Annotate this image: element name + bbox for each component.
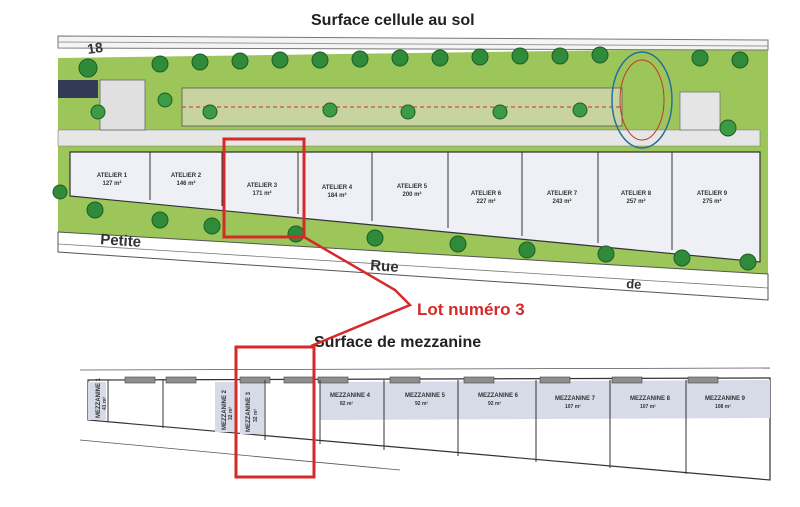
atelier-5-area: 200 m²	[402, 191, 421, 198]
atelier-9-name: ATELIER 9	[697, 191, 728, 197]
atelier-1-name: ATELIER 1	[97, 173, 128, 179]
atelier-4-area: 184 m²	[327, 192, 346, 199]
atelier-5-name: ATELIER 5	[397, 184, 428, 190]
turning-circle	[611, 51, 673, 149]
mezzanine-5-area: 92 m²	[415, 401, 428, 407]
mezzanine-6-name: MEZZANINE 6	[478, 393, 519, 399]
tree-row-parking	[90, 92, 737, 137]
mezzanine-7-name: MEZZANINE 7	[555, 396, 596, 402]
street-word-2: Rue	[370, 257, 399, 276]
street-word-3: de	[626, 276, 642, 292]
ground-floor-title: Surface cellule au sol	[311, 12, 475, 29]
mezzanine-9-name: MEZZANINE 9	[705, 396, 746, 402]
atelier-2-area: 146 m²	[176, 180, 195, 187]
right-block	[679, 91, 721, 131]
mezzanine-3-area: 32 m²	[253, 409, 259, 422]
top-road	[57, 35, 769, 51]
mezzanine-7-area: 107 m²	[565, 404, 581, 410]
mezzanine-4-name: MEZZANINE 4	[330, 393, 371, 399]
mezzanine-4-area: 82 m²	[340, 401, 353, 407]
atelier-9-area: 275 m²	[702, 198, 721, 205]
atelier-labels: ATELIER 1 127 m² ATELIER 2 146 m² ATELIE…	[97, 173, 728, 205]
atelier-1-area: 127 m²	[102, 180, 121, 187]
street-word-1: Petite	[100, 231, 142, 251]
atelier-8-name: ATELIER 8	[621, 191, 652, 197]
atelier-3-area: 171 m²	[252, 190, 271, 197]
mezz-roof-units	[124, 376, 719, 384]
site-number: 18	[86, 39, 104, 57]
access-road	[57, 129, 761, 147]
lot-3-highlight-ground	[222, 137, 306, 239]
atelier-8-area: 257 m²	[626, 198, 645, 205]
atelier-7-area: 243 m²	[552, 198, 571, 205]
mezz-4-9-fill	[320, 380, 770, 420]
left-block	[99, 79, 146, 131]
mezz-3-fill	[240, 382, 264, 434]
atelier-dividers	[149, 152, 673, 250]
tree-row-bottom	[52, 184, 757, 271]
mezzanine-6-area: 92 m²	[488, 401, 501, 407]
mezz-2-fill	[215, 382, 237, 432]
mezzanine-title: Surface de mezzanine	[314, 334, 482, 351]
mezzanine-1-name: MEZZANINE 1	[96, 377, 102, 418]
atelier-7-name: ATELIER 7	[547, 191, 578, 197]
mezz-dim-line-bottom	[79, 439, 401, 471]
mezzanine-1-area: 41 m²	[102, 397, 108, 410]
mezzanine-8-name: MEZZANINE 8	[630, 396, 671, 402]
mezzanine-8-area: 107 m²	[640, 404, 656, 410]
left-dark-block	[58, 80, 98, 98]
tree-row-top	[78, 46, 749, 78]
atelier-2-name: ATELIER 2	[171, 173, 202, 179]
mezz-dim-line	[79, 367, 771, 371]
mezz-1-fill	[88, 382, 106, 420]
mezzanine-3-name: MEZZANINE 3	[246, 391, 252, 432]
mezzanine-9-area: 108 m²	[715, 404, 731, 410]
atelier-4-name: ATELIER 4	[322, 185, 353, 191]
mezzanine-5-name: MEZZANINE 5	[405, 393, 446, 399]
mezzanine-2-name: MEZZANINE 2	[222, 389, 228, 430]
lot-3-highlight-mezzanine	[234, 345, 316, 479]
lot-3-arrow	[303, 235, 413, 348]
mezzanine-2-area: 32 m²	[228, 407, 234, 420]
atelier-6-name: ATELIER 6	[471, 191, 502, 197]
atelier-3-name: ATELIER 3	[247, 183, 278, 189]
atelier-6-area: 227 m²	[476, 198, 495, 205]
building-footprint	[69, 151, 761, 263]
lot-number-label: Lot numéro 3	[417, 300, 525, 319]
mezzanine-labels: MEZZANINE 1 41 m² MEZZANINE 2 32 m² MEZZ…	[96, 377, 746, 432]
